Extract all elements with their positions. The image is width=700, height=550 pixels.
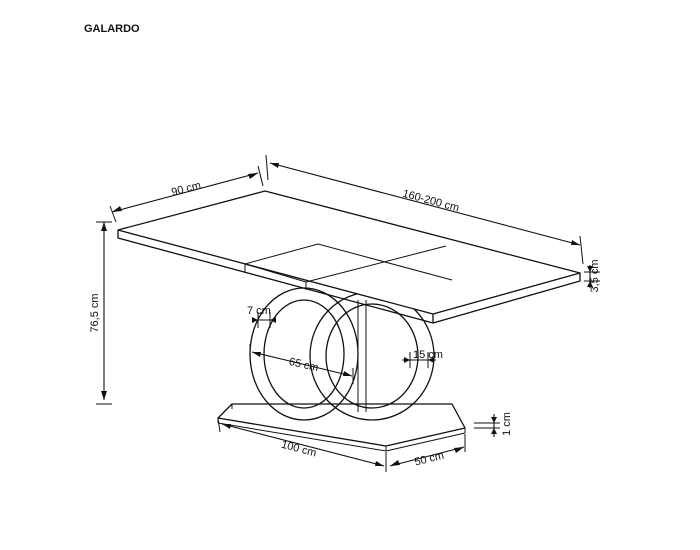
- height-label: 76,5 cm: [89, 293, 101, 332]
- dimension-ring-width: 7 cm: [247, 305, 276, 328]
- ring-diameter-label: 65 cm: [288, 356, 320, 374]
- ring-support-lines: [357, 300, 367, 412]
- dimension-ring-gap: 15 cm: [402, 349, 443, 368]
- base-plate: [217, 403, 466, 452]
- table-top: [117, 190, 581, 324]
- top-thickness-label: 3,5 cm: [589, 259, 601, 292]
- dimension-height: 76,5 cm: [89, 221, 112, 405]
- depth-label: 90 cm: [170, 179, 202, 198]
- base-thickness-label: 1 cm: [501, 412, 513, 436]
- dimension-ring-diameter: 65 cm: [249, 344, 354, 384]
- base-depth-label: 50 cm: [413, 450, 445, 469]
- ring-width-label: 7 cm: [247, 305, 271, 317]
- base-length-label: 100 cm: [280, 439, 318, 460]
- dimension-base-length: 100 cm: [217, 417, 387, 472]
- product-title: GALARDO: [84, 23, 140, 35]
- dimension-base-depth: 50 cm: [389, 434, 466, 469]
- ring-gap-label: 15 cm: [413, 349, 443, 361]
- length-label: 160-200 cm: [401, 188, 460, 215]
- dimension-top-thickness: 3,5 cm: [584, 259, 601, 293]
- dimension-base-thickness: 1 cm: [474, 412, 513, 437]
